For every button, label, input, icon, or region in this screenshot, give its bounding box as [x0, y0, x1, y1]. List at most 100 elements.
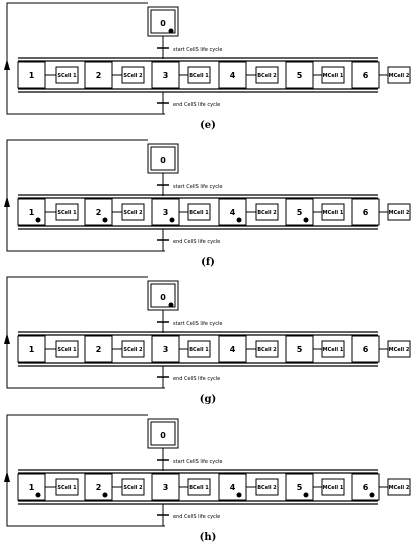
- step-box: [351, 335, 380, 363]
- action-cell-box: [255, 203, 279, 221]
- step-box: [218, 198, 247, 226]
- step-box: [151, 198, 180, 226]
- step-box: [351, 61, 380, 89]
- loop-back-line: [6, 2, 165, 115]
- step-label: 2: [96, 71, 102, 80]
- step-box: [351, 473, 380, 501]
- step-box: [84, 473, 113, 501]
- step-label: 1: [29, 208, 35, 217]
- start-transition-label: start CellS life cycle: [173, 184, 222, 190]
- initial-step-inner: [150, 146, 176, 171]
- action-cell-label: SCell 1: [57, 347, 77, 353]
- step-label: 3: [163, 71, 169, 80]
- step-label: 4: [230, 208, 236, 217]
- start-transition-label: start CellS life cycle: [173, 321, 222, 327]
- loop-back-line: [6, 276, 165, 389]
- action-cell-box: [187, 66, 211, 84]
- step-label: 2: [96, 483, 102, 492]
- action-cell-label: BCell 1: [189, 73, 209, 79]
- end-transition-label: end CellS life cycle: [173, 239, 220, 245]
- action-cell-label: MCell 1: [323, 347, 344, 353]
- token-dot: [168, 28, 174, 34]
- action-cell-label: BCell 2: [257, 73, 277, 79]
- action-cell-box: [55, 203, 79, 221]
- step-label: 1: [29, 345, 35, 354]
- action-cell-label: BCell 2: [257, 485, 277, 491]
- action-cell-label: MCell 2: [389, 485, 410, 491]
- step-box: [218, 335, 247, 363]
- action-cell-box: [187, 340, 211, 358]
- action-cell-label: SCell 1: [57, 73, 77, 79]
- token-dot: [236, 492, 242, 498]
- action-cell-label: MCell 1: [323, 73, 344, 79]
- step-box: [151, 61, 180, 89]
- token-dot: [35, 217, 41, 223]
- action-cell-label: SCell 2: [123, 73, 143, 79]
- action-cell-box: [255, 478, 279, 496]
- loop-arrow-icon: [4, 59, 10, 70]
- loop-back-line: [6, 414, 165, 527]
- initial-step-inner: [150, 421, 176, 446]
- action-cell-label: MCell 1: [323, 210, 344, 216]
- action-cell-box: [121, 66, 145, 84]
- action-cell-box: [255, 340, 279, 358]
- action-cell-box: [255, 66, 279, 84]
- action-cell-label: MCell 1: [323, 485, 344, 491]
- loop-back-line: [6, 139, 165, 252]
- step-label: 5: [297, 71, 303, 80]
- action-cell-box: [55, 66, 79, 84]
- loop-arrow-icon: [4, 196, 10, 207]
- step-label: 6: [363, 71, 369, 80]
- action-cell-label: SCell 2: [123, 210, 143, 216]
- initial-step-label: 0: [160, 293, 166, 302]
- step-label: 5: [297, 345, 303, 354]
- token-dot: [102, 217, 108, 223]
- action-cell-box: [387, 478, 411, 496]
- step-label: 4: [230, 483, 236, 492]
- step-label: 4: [230, 71, 236, 80]
- token-dot: [369, 492, 375, 498]
- action-cell-label: SCell 2: [123, 347, 143, 353]
- action-cell-label: BCell 1: [189, 210, 209, 216]
- action-cell-box: [321, 66, 345, 84]
- action-cell-box: [387, 203, 411, 221]
- action-cell-label: MCell 2: [389, 73, 410, 79]
- action-cell-box: [121, 478, 145, 496]
- initial-step-inner: [150, 283, 176, 308]
- end-transition-label: end CellS life cycle: [173, 102, 220, 108]
- action-cell-box: [321, 203, 345, 221]
- action-cell-label: MCell 2: [389, 347, 410, 353]
- action-cell-box: [321, 340, 345, 358]
- step-box: [17, 473, 46, 501]
- token-dot: [169, 217, 175, 223]
- action-cell-label: BCell 1: [189, 485, 209, 491]
- token-dot: [303, 217, 309, 223]
- action-cell-box: [387, 66, 411, 84]
- step-label: 3: [163, 208, 169, 217]
- step-label: 1: [29, 71, 35, 80]
- action-cell-box: [321, 478, 345, 496]
- loop-arrow-icon: [4, 333, 10, 344]
- step-box: [285, 198, 314, 226]
- panel-caption: (h): [200, 532, 217, 543]
- action-cell-box: [121, 203, 145, 221]
- start-transition-label: start CellS life cycle: [173, 47, 222, 53]
- loop-arrow-icon: [4, 471, 10, 482]
- action-cell-label: SCell 1: [57, 485, 77, 491]
- action-cell-box: [187, 478, 211, 496]
- action-cell-box: [55, 478, 79, 496]
- step-box: [17, 335, 46, 363]
- initial-step-outer: [147, 418, 179, 449]
- step-box: [84, 198, 113, 226]
- action-cell-label: BCell 2: [257, 210, 277, 216]
- action-cell-box: [387, 340, 411, 358]
- step-label: 5: [297, 208, 303, 217]
- step-label: 2: [96, 345, 102, 354]
- step-box: [151, 473, 180, 501]
- step-label: 6: [363, 345, 369, 354]
- step-label: 5: [297, 483, 303, 492]
